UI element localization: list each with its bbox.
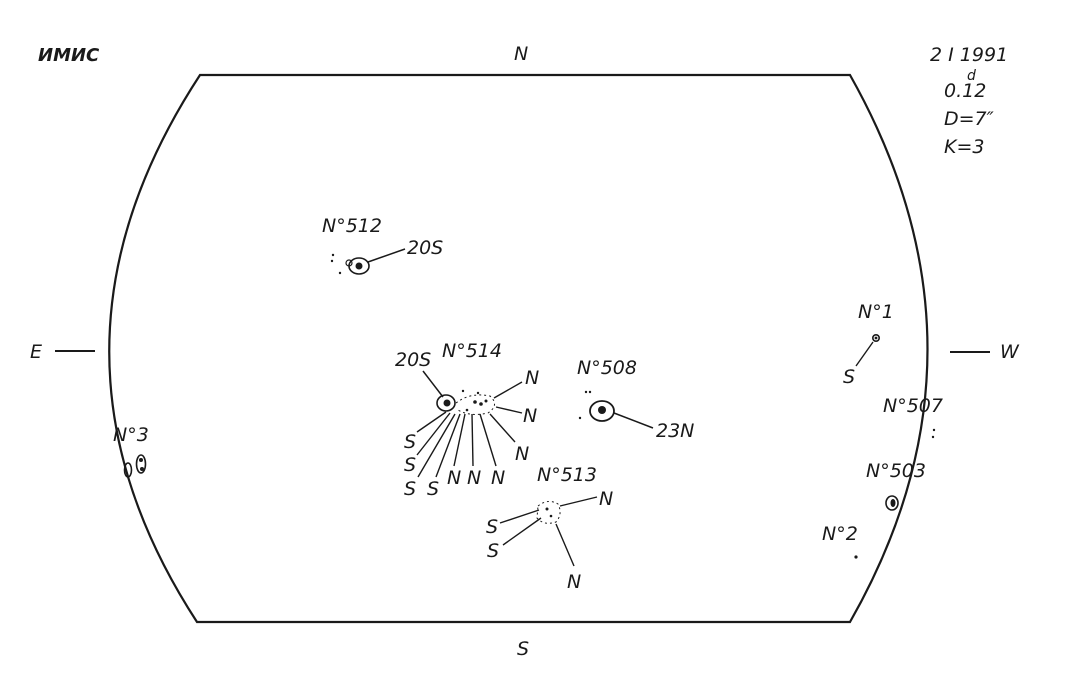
region-508-pore [588, 390, 592, 394]
region-514-pointer [422, 370, 444, 398]
region-514-pointer [493, 381, 523, 399]
region-2-label: N°2 [822, 523, 858, 545]
observatory-label: ИМИС [38, 45, 100, 66]
region-503-penumbra [885, 495, 899, 511]
region-3: N°3 [113, 424, 149, 478]
region-1-pointer-label: S [843, 366, 855, 388]
region-2: N°2 [822, 523, 858, 559]
region-513-pointer [555, 523, 575, 567]
region-508-label: N°508 [577, 357, 637, 379]
region-508: N°508 23N [577, 357, 694, 442]
region-507: N°507 [883, 395, 943, 439]
region-513-pore [545, 507, 549, 511]
region-514: N°514 20S N N N S S S S N N N [395, 340, 539, 500]
region-507-pore [932, 428, 936, 432]
region-512-pointer-label: 20S [407, 237, 443, 259]
region-3-umbra [139, 458, 143, 462]
east-label: E [30, 341, 42, 363]
region-512: N°512 20S [322, 215, 443, 275]
region-514-leader-umbra [443, 399, 451, 407]
region-512-label: N°512 [322, 215, 382, 237]
observation-time: 0.12 [944, 80, 986, 102]
region-513-pore [549, 514, 553, 518]
region-512-pointer [367, 248, 406, 263]
region-513-group-outline [536, 500, 561, 524]
north-label: N [514, 43, 528, 65]
west-label: W [1000, 341, 1020, 363]
region-512-pore [330, 259, 334, 263]
region-3-umbra [140, 467, 144, 471]
region-514-pointer-label: S [404, 454, 416, 476]
region-513-pointer [499, 509, 540, 524]
region-514-pointer-label: N [525, 367, 539, 389]
region-514-pointer-label: N [491, 467, 505, 489]
region-508-umbra [598, 406, 606, 414]
region-513-pointer [559, 496, 598, 507]
region-514-pore [476, 391, 480, 395]
region-1-umbra [874, 336, 878, 340]
region-503-label: N°503 [866, 460, 926, 482]
region-514-pointer-label: N [515, 443, 529, 465]
region-514-pointer [479, 413, 497, 467]
region-512-pore [331, 253, 335, 257]
observation-time-unit: d [967, 68, 976, 84]
region-507-pore [931, 435, 935, 439]
region-514-pore [465, 408, 469, 412]
region-514-pointer-label: S [427, 478, 439, 500]
observation-date: 2 I 1991 [930, 44, 1008, 66]
region-514-pointer [471, 413, 474, 467]
region-514-pointer [435, 413, 461, 478]
region-503: N°503 [866, 460, 926, 511]
region-508-pore [578, 416, 582, 420]
region-514-pointer [416, 411, 447, 433]
region-513-label: N°513 [537, 464, 597, 486]
region-514-pointer [417, 413, 456, 478]
region-513-pointer-label: S [487, 540, 499, 562]
region-512-pore [338, 271, 342, 275]
region-503-umbra [890, 499, 896, 507]
quality-index: K=3 [944, 136, 984, 158]
region-3-spot [135, 454, 147, 474]
solar-disk-outline [108, 73, 929, 624]
region-514-pointer-label: N [523, 405, 537, 427]
region-513-pointer [502, 517, 542, 546]
region-514-pointer-label: S [404, 431, 416, 453]
region-514-group-outline [455, 394, 495, 415]
region-514-pore [473, 400, 477, 404]
region-513: N°513 N S S N [486, 464, 613, 593]
region-3-label: N°3 [113, 424, 149, 446]
region-3-spot [123, 462, 133, 478]
region-513-pointer-label: N [599, 488, 613, 510]
region-513-pointer-label: S [486, 516, 498, 538]
region-514-leader-spot [436, 394, 456, 412]
region-1-pointer [855, 341, 874, 367]
region-514-pore [461, 389, 465, 393]
region-514-pointer [489, 413, 516, 443]
region-514-pointer-label: N [467, 467, 481, 489]
region-1: N°1 S [843, 301, 894, 388]
region-514-pointer-label: 20S [395, 349, 431, 371]
disk-diameter: D=7″ [944, 108, 994, 130]
region-508-pore [584, 390, 588, 394]
region-508-penumbra [589, 400, 615, 422]
region-514-pointer [453, 413, 466, 467]
region-508-pointer [613, 412, 654, 429]
region-514-pointer [416, 412, 451, 456]
region-514-pointer-label: S [404, 478, 416, 500]
region-512-umbra [355, 262, 363, 270]
region-512-spot [345, 259, 353, 267]
region-514-pointer-label: N [447, 467, 461, 489]
region-1-spot [871, 333, 880, 342]
region-514-pore [479, 402, 483, 406]
region-514-label: N°514 [442, 340, 502, 362]
south-label: S [517, 638, 529, 660]
region-2-pore [854, 555, 858, 559]
region-513-pointer-label: N [567, 571, 581, 593]
region-508-pointer-label: 23N [656, 420, 694, 442]
region-1-label: N°1 [858, 301, 894, 323]
region-507-label: N°507 [883, 395, 943, 417]
region-514-pore [484, 399, 488, 403]
region-514-pointer [495, 406, 523, 414]
